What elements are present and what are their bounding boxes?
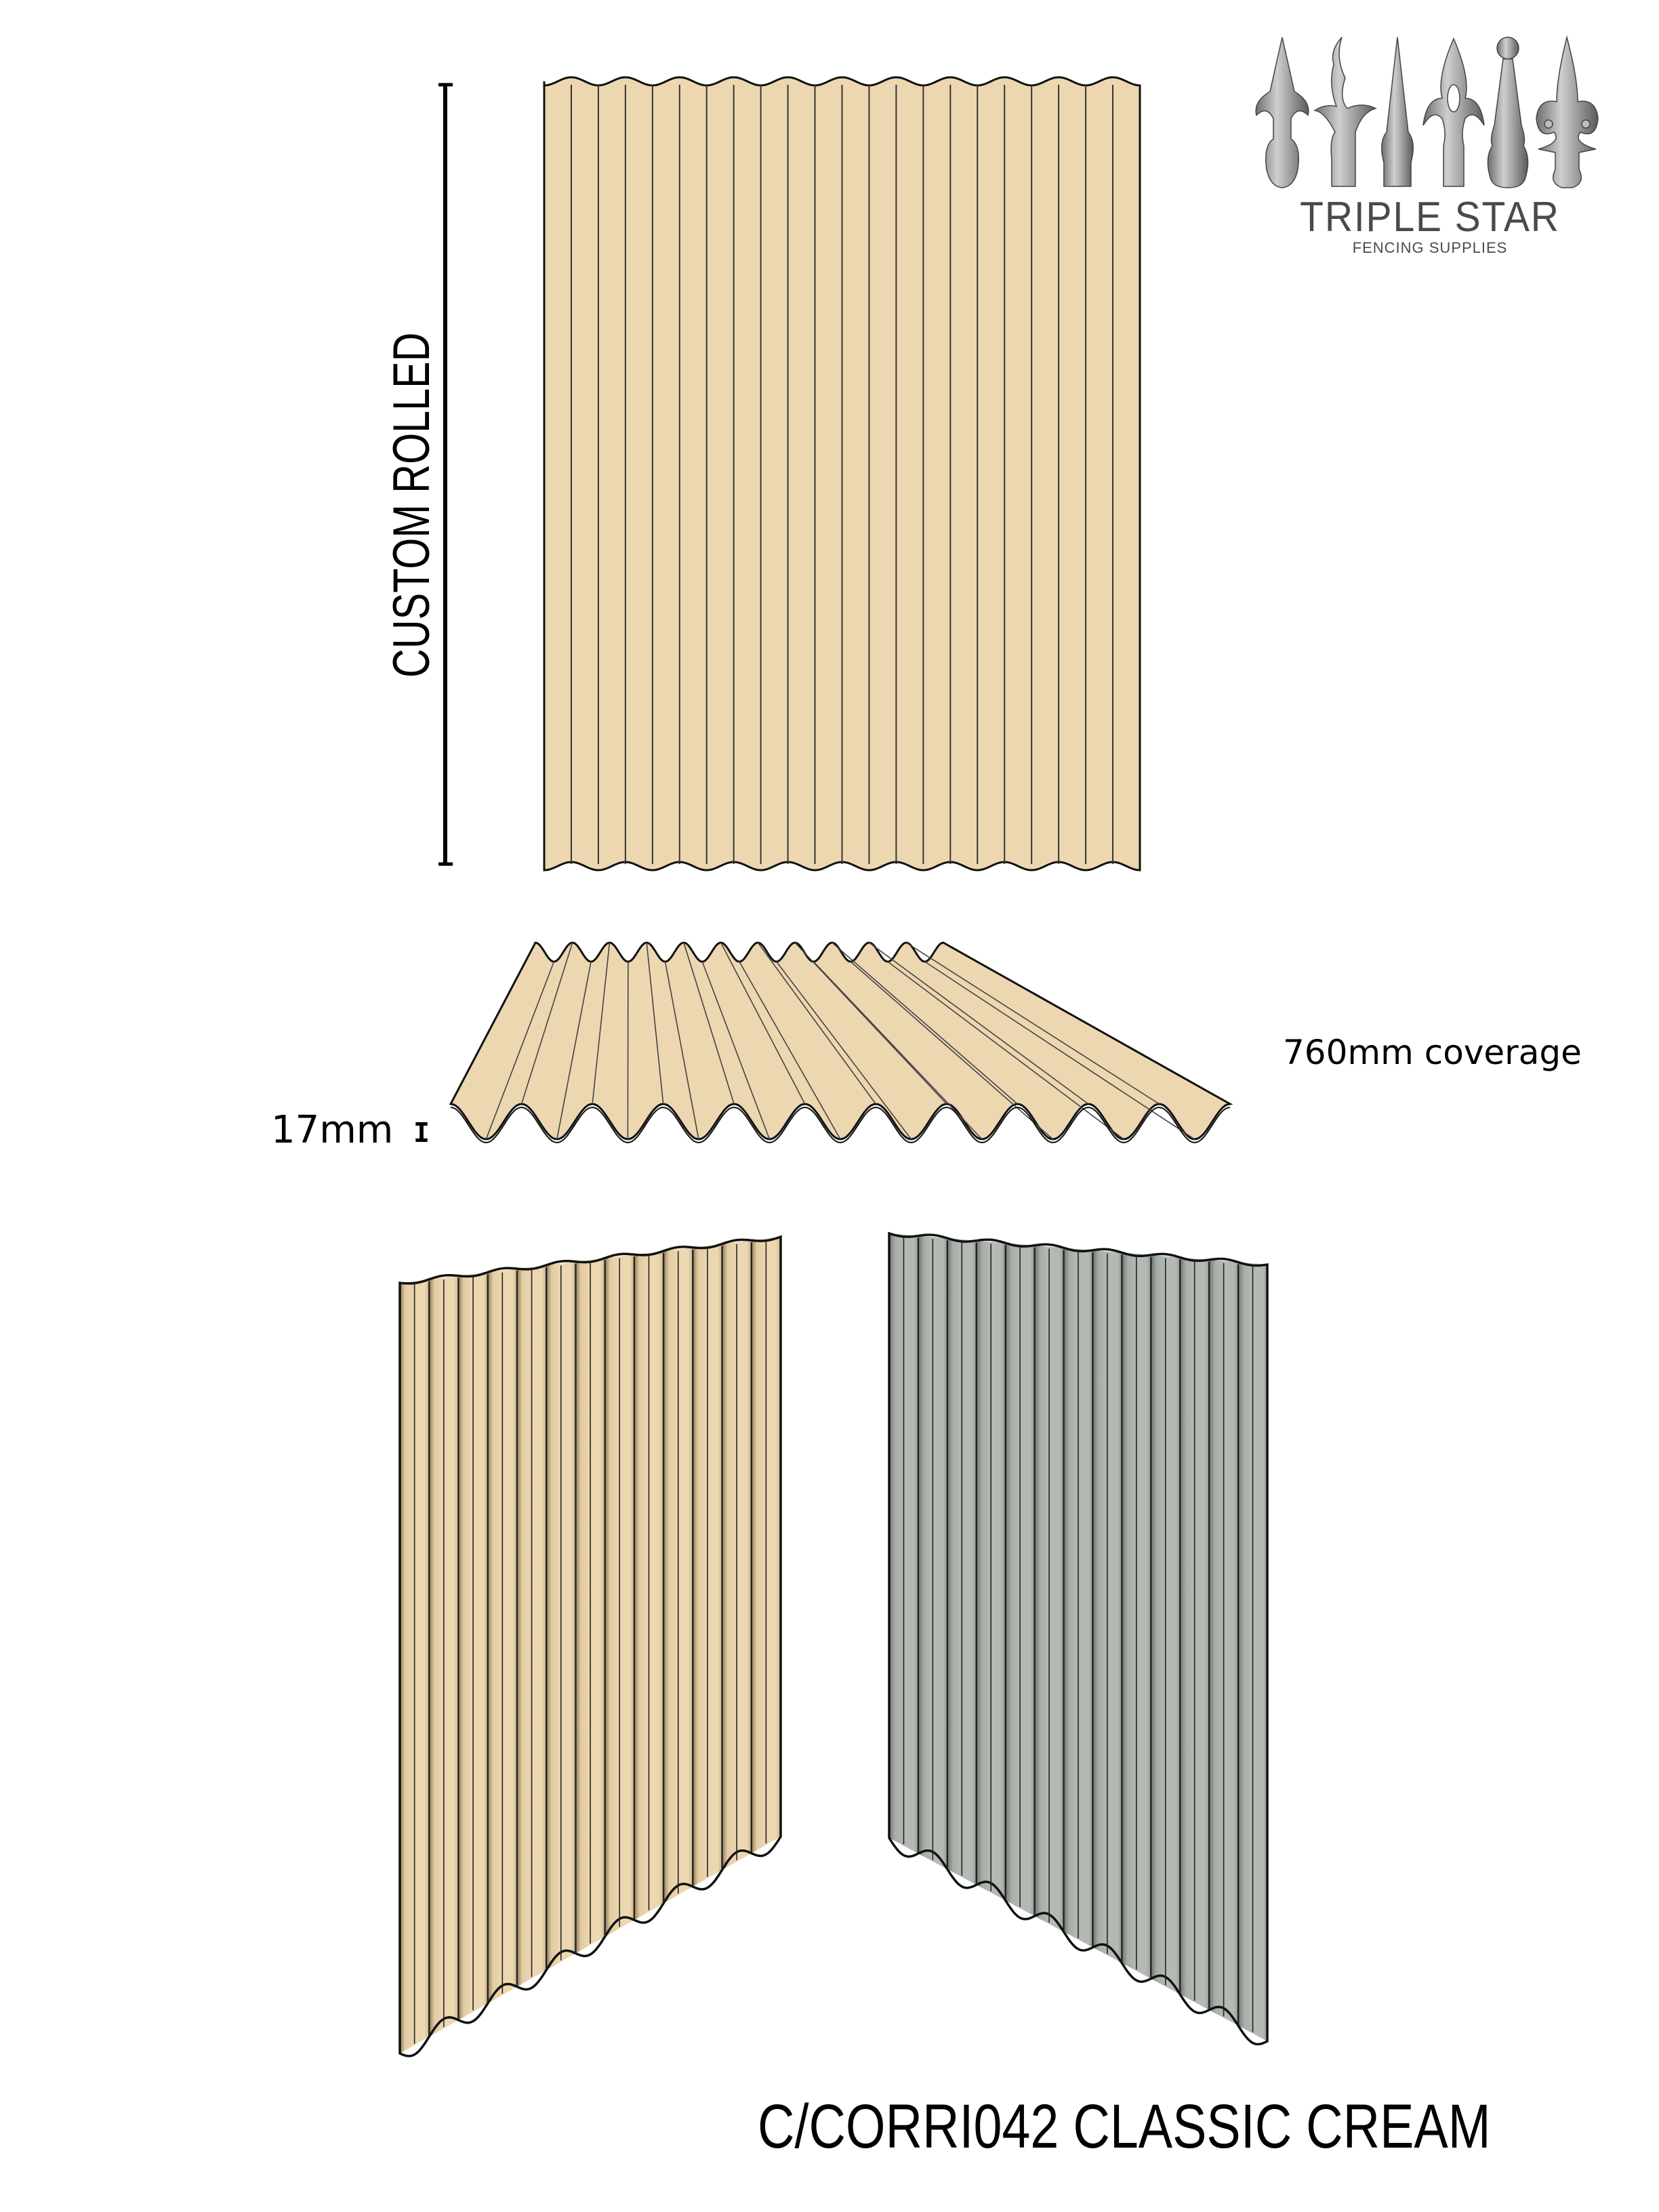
- finials-icon: [1255, 35, 1599, 188]
- brand-name: TRIPLE STAR: [1300, 194, 1560, 241]
- product-title: C/CORRI042 CLASSIC CREAM: [758, 2092, 1491, 2161]
- profile-height-label: 17mm: [271, 1108, 394, 1152]
- brand-logo: TRIPLE STAR FENCING SUPPLIES: [1254, 24, 1606, 256]
- coverage-label: 760mm coverage: [1283, 1033, 1582, 1072]
- custom-rolled-label: CUSTOM ROLLED: [383, 332, 441, 678]
- length-dimension-line: [438, 83, 453, 866]
- front-elevation-sheet: [543, 76, 1141, 872]
- grey-panel-view: [888, 1231, 1269, 2046]
- brand-tagline: FENCING SUPPLIES: [1352, 239, 1508, 256]
- profile-height-marker-icon: I: [413, 1118, 430, 1149]
- perspective-profile-sheet: [449, 941, 1233, 1144]
- cream-panel-view: [398, 1235, 782, 2057]
